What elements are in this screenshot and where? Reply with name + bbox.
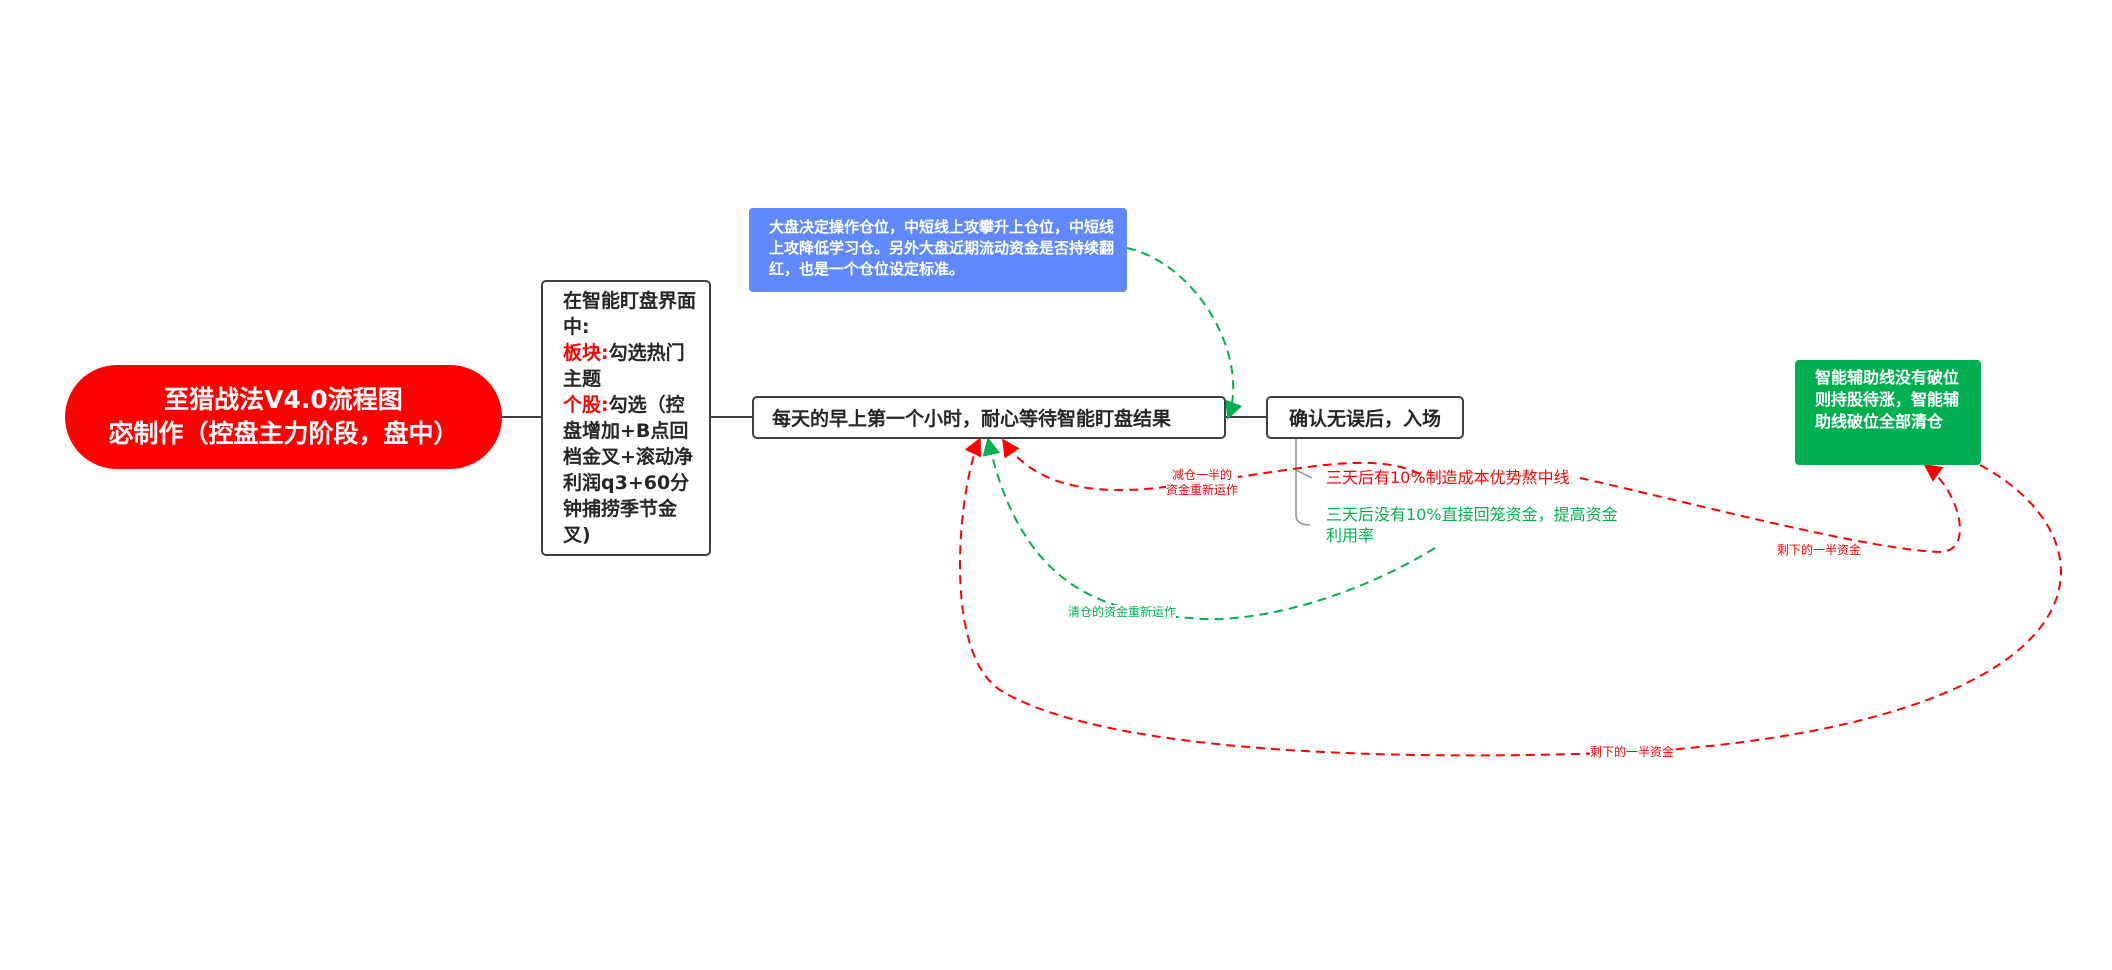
- stock-label: 个股:: [563, 394, 609, 416]
- edge-label-remaining-half-lower: 剩下的一半资金: [1590, 745, 1675, 760]
- edge-label-clear-reinvest: 清仓的资金重新运作: [1068, 605, 1177, 620]
- support-line-note[interactable]: 智能辅助线没有破位则持股待涨，智能辅助线破位全部清仓: [1795, 360, 1981, 465]
- market-position-note[interactable]: 大盘决定操作仓位，中短线上攻攀升上仓位，中短线上攻降低学习仓。另外大盘近期流动资…: [749, 208, 1127, 292]
- screening-criteria-node[interactable]: 在智能盯盘界面中: 板块:勾选热门主题 个股:勾选（控盘增加+B点回档金叉+滚动…: [541, 280, 711, 556]
- branch-no-profit-exit[interactable]: 三天后没有10%直接回笼资金，提高资金利用率: [1326, 505, 1618, 545]
- edge-label-reduce-half-line1: 减仓一半的: [1172, 468, 1233, 482]
- root-title-line1: 至猎战法V4.0流程图: [164, 385, 403, 414]
- edge-label-remaining-half-upper: 剩下的一半资金: [1777, 543, 1862, 558]
- confirm-entry-step-text: 确认无误后，入场: [1288, 408, 1441, 430]
- root-title-line2: 宓制作（控盘主力阶段，盘中）: [108, 419, 459, 448]
- edge-clear-reinvest: [982, 437, 1436, 621]
- edge-blue-note-to-main: [1126, 247, 1243, 420]
- screening-heading: 在智能盯盘界面中:: [563, 290, 697, 338]
- morning-wait-step-node[interactable]: 每天的早上第一个小时，耐心等待智能盯盘结果: [752, 396, 1226, 439]
- edge-label-reduce-half: 减仓一半的 资金重新运作: [1166, 468, 1239, 498]
- sector-criterion: 板块:勾选热门主题: [563, 340, 701, 392]
- branch-profit-hold[interactable]: 三天后有10%制造成本优势熬中线: [1326, 468, 1570, 487]
- support-line-note-text: 智能辅助线没有破位则持股待涨，智能辅助线破位全部清仓: [1815, 368, 1960, 431]
- sector-label: 板块:: [563, 342, 609, 364]
- morning-wait-step-text: 每天的早上第一个小时，耐心等待智能盯盘结果: [772, 408, 1172, 430]
- stock-criterion: 个股:勾选（控盘增加+B点回档金叉+滚动净利润q3+60分钟捕捞季节金叉): [563, 392, 701, 548]
- root-title-node[interactable]: 至猎战法V4.0流程图 宓制作（控盘主力阶段，盘中）: [65, 365, 502, 469]
- stock-text: 勾选（控盘增加+B点回档金叉+滚动净利润q3+60分钟捕捞季节金叉): [563, 394, 693, 546]
- edge-remaining-half-to-main: [959, 437, 2062, 757]
- confirm-entry-step-node[interactable]: 确认无误后，入场: [1266, 396, 1464, 439]
- edge-remaining-half-to-green: [1579, 463, 1961, 554]
- market-position-note-text: 大盘决定操作仓位，中短线上攻攀升上仓位，中短线上攻降低学习仓。另外大盘近期流动资…: [769, 218, 1115, 278]
- edge-label-reduce-half-line2: 资金重新运作: [1166, 483, 1239, 497]
- sector-text: 勾选热门主题: [563, 342, 685, 390]
- connector-confirm-branches: [1295, 439, 1313, 526]
